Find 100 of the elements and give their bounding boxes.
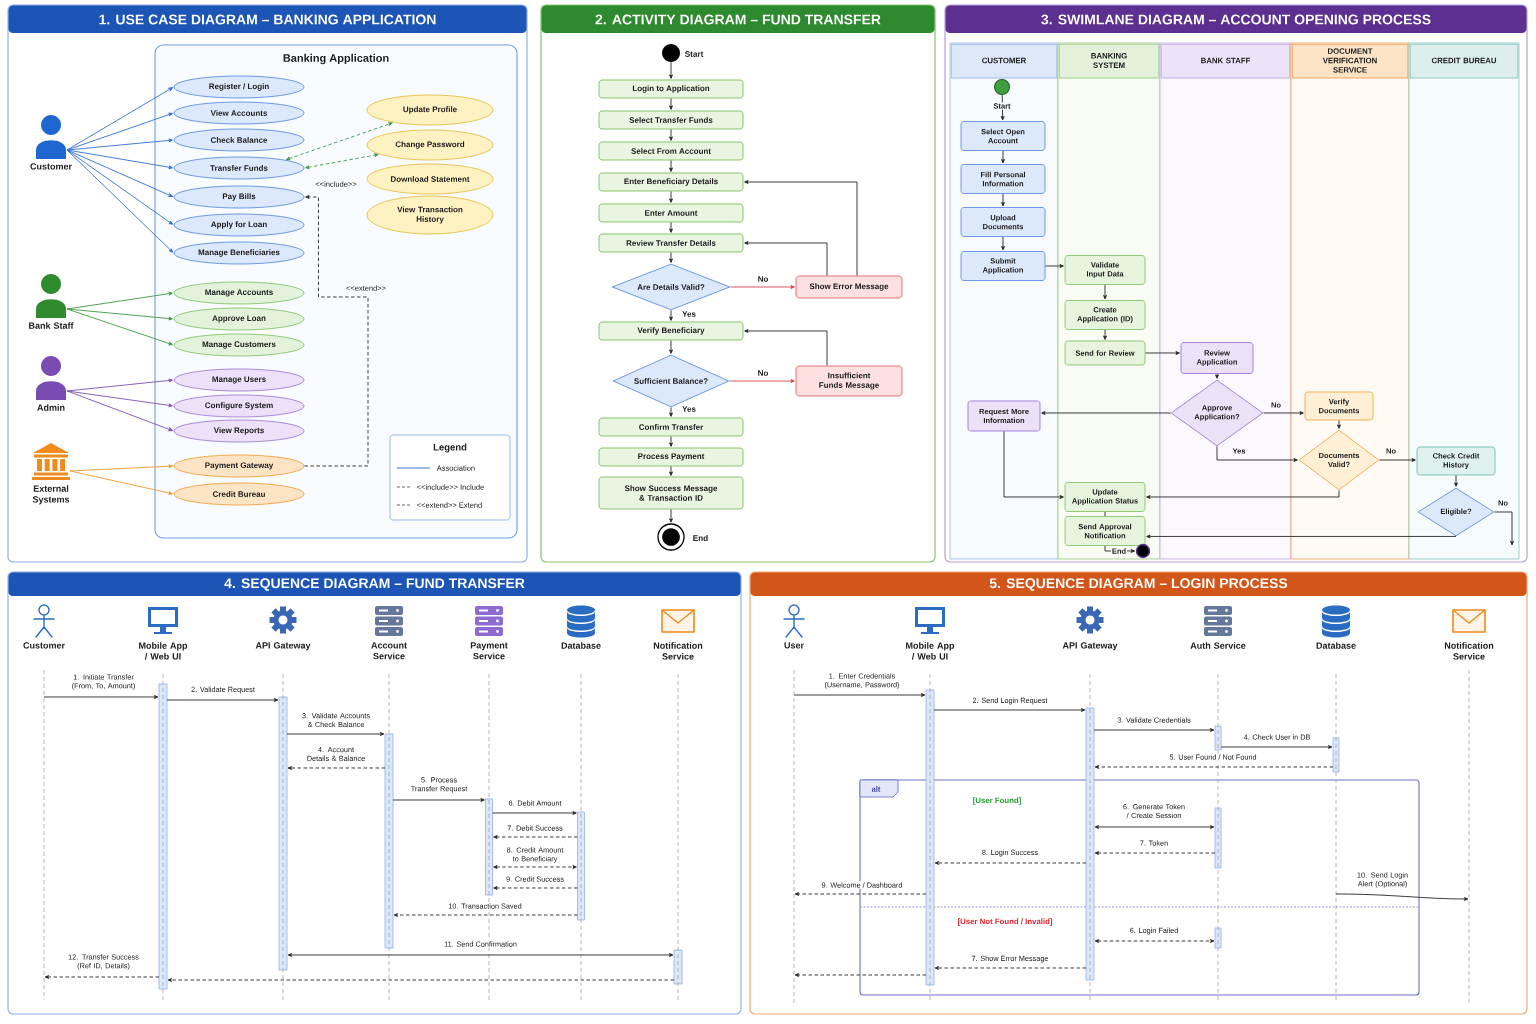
arrow — [66, 149, 174, 253]
actor: Admin — [37, 404, 65, 411]
message-arrow — [934, 966, 1087, 970]
arrow — [669, 160, 673, 172]
arrow — [66, 378, 173, 392]
arrow — [1041, 411, 1171, 415]
action-box: Login to Application — [598, 79, 744, 99]
activation-bar — [925, 689, 935, 986]
arrow — [1001, 236, 1005, 251]
activation-bar — [1332, 737, 1340, 773]
action-box: Insufficient Funds Message — [795, 365, 903, 397]
arrow — [1216, 446, 1298, 462]
arrow — [305, 153, 379, 170]
message-arrow — [166, 698, 279, 702]
arrow — [1103, 329, 1107, 340]
message-arrow — [493, 886, 578, 890]
arrow — [1045, 264, 1064, 268]
activation-bar — [1214, 927, 1222, 949]
arrow — [66, 291, 173, 310]
connector-line — [1104, 511, 1106, 517]
participant: Mobile App / Web UI — [906, 642, 955, 660]
activation-bar — [485, 798, 493, 896]
activation-bar — [278, 696, 288, 971]
participant: API Gateway — [1062, 642, 1118, 651]
arrow — [66, 149, 173, 197]
message-arrow — [493, 835, 578, 839]
edge-label: No — [756, 275, 770, 283]
arrow — [669, 191, 673, 203]
message-arrow — [794, 973, 927, 977]
arrow — [669, 436, 673, 447]
arrow — [669, 407, 673, 417]
arrow — [285, 122, 393, 161]
participant: Auth Service — [1190, 642, 1246, 649]
participant: Account Service — [371, 642, 407, 660]
message-arrow — [1335, 893, 1469, 901]
start-label: Start — [684, 51, 704, 57]
action-box: Enter Beneficiary Details — [598, 172, 744, 192]
message-arrow — [933, 708, 1086, 712]
action-box: Enter Amount — [598, 203, 744, 223]
arrow — [66, 308, 173, 321]
arrow — [744, 329, 828, 366]
arrow — [669, 61, 673, 79]
message-arrow — [44, 975, 160, 979]
arrow — [744, 180, 858, 276]
message-arrow — [493, 865, 577, 869]
arrow — [669, 310, 673, 321]
arrow — [669, 466, 673, 476]
activation-bar — [577, 811, 585, 921]
message-arrow — [1093, 728, 1215, 732]
action-box: Show Error Message — [795, 275, 903, 299]
message-arrow — [492, 811, 577, 815]
message-arrow — [1220, 745, 1333, 749]
participant: Notification Service — [1444, 642, 1494, 660]
message-arrow — [167, 978, 675, 982]
edge-label: Yes — [681, 405, 697, 413]
arrow — [66, 87, 173, 151]
participant: Notification Service — [653, 642, 703, 660]
action-box: Verify Beneficiary — [598, 321, 744, 341]
message-arrow — [392, 798, 485, 802]
arrow — [1379, 458, 1416, 462]
arrow — [1003, 431, 1064, 499]
action-box: Process Payment — [598, 447, 744, 467]
participant: Database — [1316, 642, 1356, 649]
arrow — [1215, 373, 1219, 379]
edge-label: No — [756, 369, 770, 377]
message-arrow — [393, 913, 578, 917]
participant: User — [784, 642, 804, 649]
message-arrow — [286, 732, 385, 736]
actor: Bank Staff — [29, 322, 74, 329]
actor: External Systems — [32, 485, 70, 505]
activation-bar — [1214, 807, 1222, 869]
message-arrow — [43, 695, 159, 699]
arrow — [730, 285, 795, 289]
arrow — [1001, 150, 1005, 164]
activation-bar — [158, 683, 168, 990]
arrow — [1454, 475, 1458, 487]
action-box: Select From Account — [598, 141, 744, 161]
action-box: Confirm Transfer — [598, 417, 744, 437]
message-arrow — [1094, 765, 1334, 769]
message-arrow — [287, 766, 386, 770]
activation-bar — [1085, 707, 1095, 981]
activation-bar — [1214, 725, 1222, 751]
arrow — [69, 470, 173, 495]
arrow — [69, 464, 173, 472]
arrow — [1001, 193, 1005, 207]
arrow — [1146, 490, 1340, 499]
arrow — [669, 98, 673, 110]
arrow — [66, 390, 173, 432]
message-arrow — [1094, 851, 1216, 855]
end-label: End — [693, 535, 708, 541]
arrow — [1104, 545, 1136, 553]
activation-bar — [384, 733, 394, 949]
arrow — [1337, 420, 1341, 429]
arrow — [1000, 94, 1005, 121]
arrow — [669, 252, 673, 263]
message-arrow — [794, 892, 927, 896]
arrow — [729, 379, 795, 383]
end-node — [1135, 543, 1151, 559]
arrow — [1103, 284, 1107, 300]
action-box: Review Transfer Details — [598, 233, 744, 253]
